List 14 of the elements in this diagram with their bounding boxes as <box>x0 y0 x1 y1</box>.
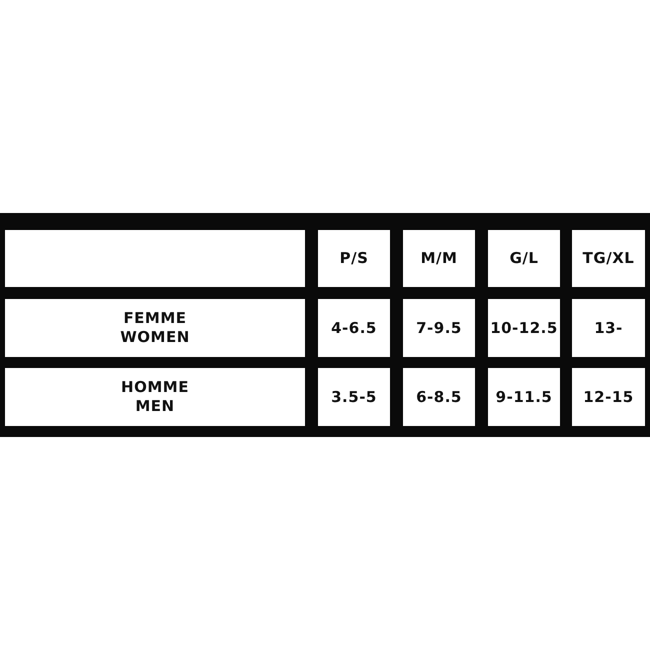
row-label-cell: HOMME MEN <box>5 368 305 426</box>
size-header-cell: P/S <box>318 230 390 287</box>
size-range-cell: 9-11.5 <box>488 368 560 426</box>
size-range-cell: 13- <box>572 299 645 357</box>
size-range-cell: 12-15 <box>572 368 645 426</box>
size-header-cell: M/M <box>403 230 475 287</box>
size-range-cell: 7-9.5 <box>403 299 475 357</box>
size-range-cell: 10-12.5 <box>488 299 560 357</box>
size-range-cell: 3.5-5 <box>318 368 390 426</box>
size-header-cell: G/L <box>488 230 560 287</box>
row-label-cell: FEMME WOMEN <box>5 299 305 357</box>
size-header-cell: TG/XL <box>572 230 645 287</box>
size-range-cell: 6-8.5 <box>403 368 475 426</box>
size-range-cell: 4-6.5 <box>318 299 390 357</box>
